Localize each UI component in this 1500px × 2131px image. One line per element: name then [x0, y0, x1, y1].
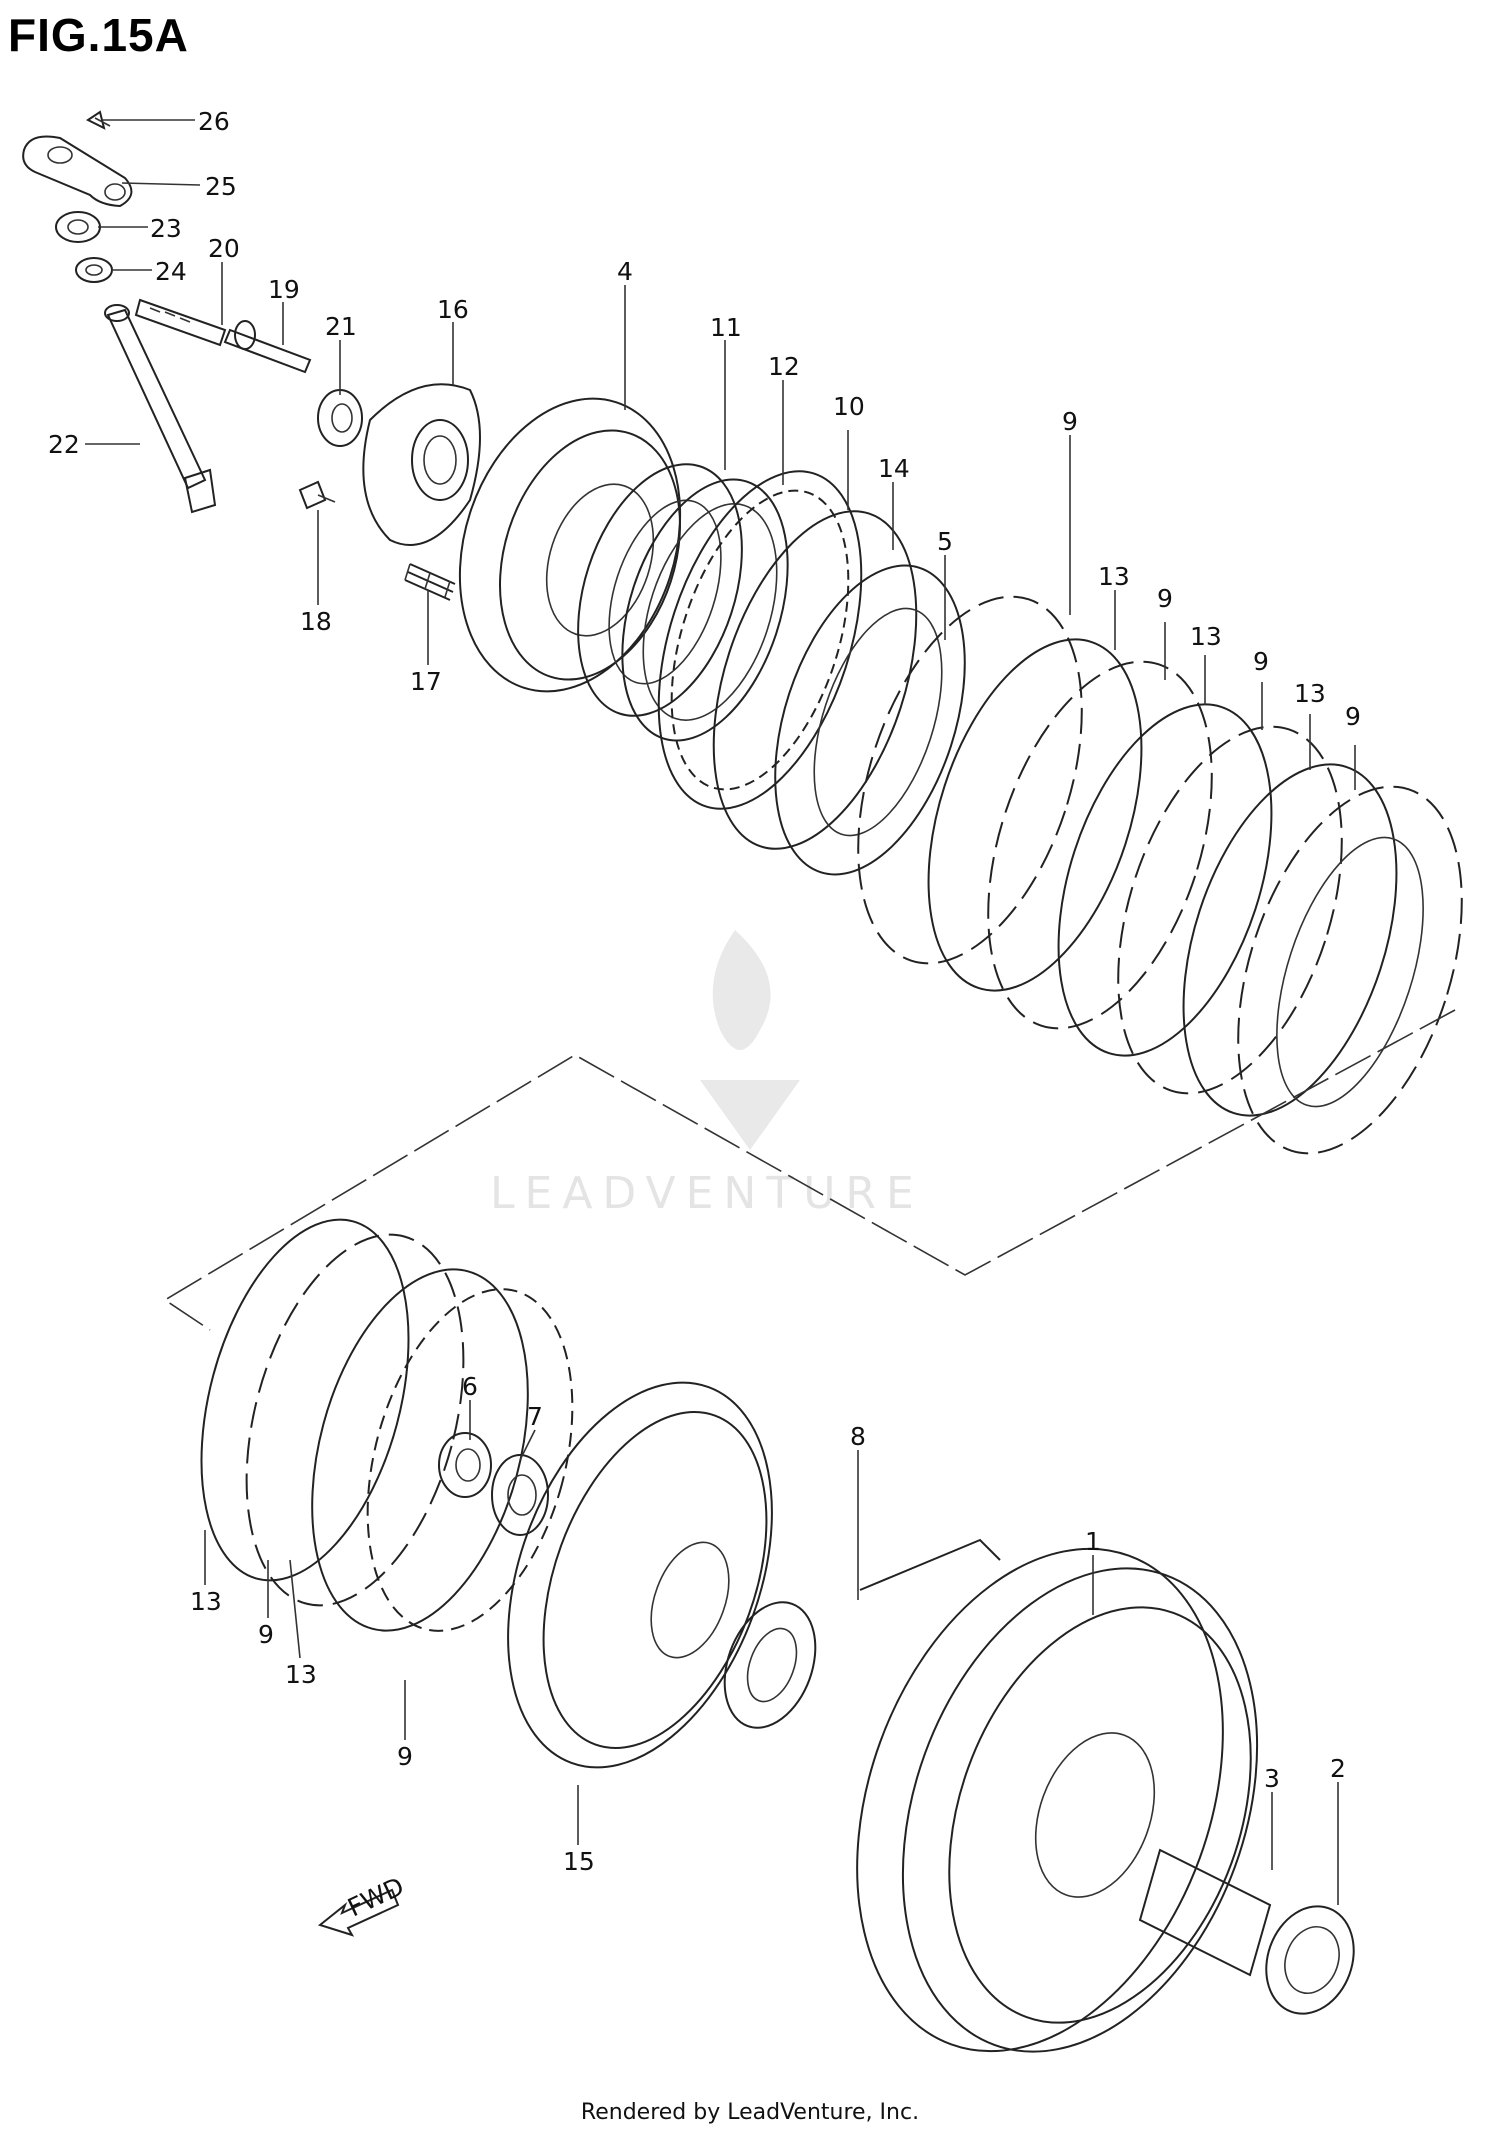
- callout-14: 14: [878, 454, 910, 483]
- figure-title: FIG.15A: [8, 9, 189, 61]
- part-16-pressure-plate: [362, 383, 481, 546]
- callout-21: 21: [325, 312, 357, 341]
- callout-10: 10: [833, 392, 865, 421]
- part-2-washer: [1265, 1905, 1355, 2015]
- part-15-pressure-plate: [507, 1381, 773, 1769]
- part-3-spacer: [1138, 1848, 1272, 1977]
- render-credit: Rendered by LeadVenture, Inc.: [580, 2100, 920, 2125]
- callout-13e: 13: [285, 1660, 317, 1689]
- part-5-plate: [774, 564, 966, 876]
- callout-4: 4: [617, 257, 633, 286]
- callout-labels: 26 25 23 24 20 19 21 16 4 11 12 10 14 5 …: [48, 107, 1361, 1876]
- callout-23: 23: [150, 214, 182, 243]
- callout-3: 3: [1264, 1764, 1280, 1793]
- callout-1: 1: [1085, 1527, 1101, 1556]
- callout-13b: 13: [1190, 622, 1222, 651]
- part-20-push-rod: [134, 298, 227, 347]
- part-26-screw: [86, 110, 111, 130]
- callout-15: 15: [563, 1847, 595, 1876]
- callout-9e: 9: [258, 1620, 274, 1649]
- callout-20: 20: [208, 234, 240, 263]
- part-10-drive-plate: [657, 470, 863, 810]
- callout-13c: 13: [1294, 679, 1326, 708]
- part-1-primary-driven-gear-housing: [856, 1538, 1259, 2053]
- callout-18: 18: [300, 607, 332, 636]
- callout-12: 12: [768, 352, 800, 381]
- callout-16: 16: [437, 295, 469, 324]
- part-8-thrust-washer: [723, 1601, 817, 1729]
- part-7-lock-washer: [491, 1454, 549, 1536]
- callout-26: 26: [198, 107, 230, 136]
- callout-9d: 9: [1345, 702, 1361, 731]
- part-22-release-camshaft: [104, 304, 217, 514]
- part-18-bolt: [298, 480, 336, 510]
- part-4-sleeve-hub: [458, 397, 682, 693]
- callout-19: 19: [268, 275, 300, 304]
- callout-8: 8: [850, 1422, 866, 1451]
- callout-22: 22: [48, 430, 80, 459]
- watermark-text: LEADVENTURE: [490, 1168, 924, 1219]
- callout-11: 11: [710, 313, 742, 342]
- callout-25: 25: [205, 172, 237, 201]
- part-11-plate: [577, 463, 743, 717]
- part-14-washer: [712, 510, 918, 850]
- callout-9b: 9: [1157, 584, 1173, 613]
- callout-7: 7: [527, 1402, 543, 1431]
- callout-13d: 13: [190, 1587, 222, 1616]
- part-25-release-lever: [22, 135, 133, 208]
- callout-24: 24: [155, 257, 187, 286]
- callout-2: 2: [1330, 1754, 1346, 1783]
- callout-9f: 9: [397, 1742, 413, 1771]
- part-19-push-piece: [223, 320, 312, 374]
- callout-9c: 9: [1253, 647, 1269, 676]
- part-23-oil-seal: [55, 211, 101, 243]
- part-12-spring-washer: [621, 478, 789, 742]
- part-24-washer: [75, 257, 113, 283]
- part-6-nut: [438, 1432, 492, 1498]
- assembly-guide-line: [163, 1009, 1456, 1331]
- leader-lines: [85, 119, 1356, 1905]
- callout-9a: 9: [1062, 407, 1078, 436]
- callout-13a: 13: [1098, 562, 1130, 591]
- callout-5: 5: [937, 527, 953, 556]
- leadventure-watermark: LEADVENTURE: [490, 930, 924, 1219]
- part-17-clutch-spring: [404, 563, 456, 601]
- forward-direction-arrow: FWD: [317, 1871, 408, 1937]
- clutch-plate-stack: [857, 595, 1463, 1155]
- callout-17: 17: [410, 667, 442, 696]
- part-21-bearing: [317, 389, 363, 447]
- callout-6: 6: [462, 1372, 478, 1401]
